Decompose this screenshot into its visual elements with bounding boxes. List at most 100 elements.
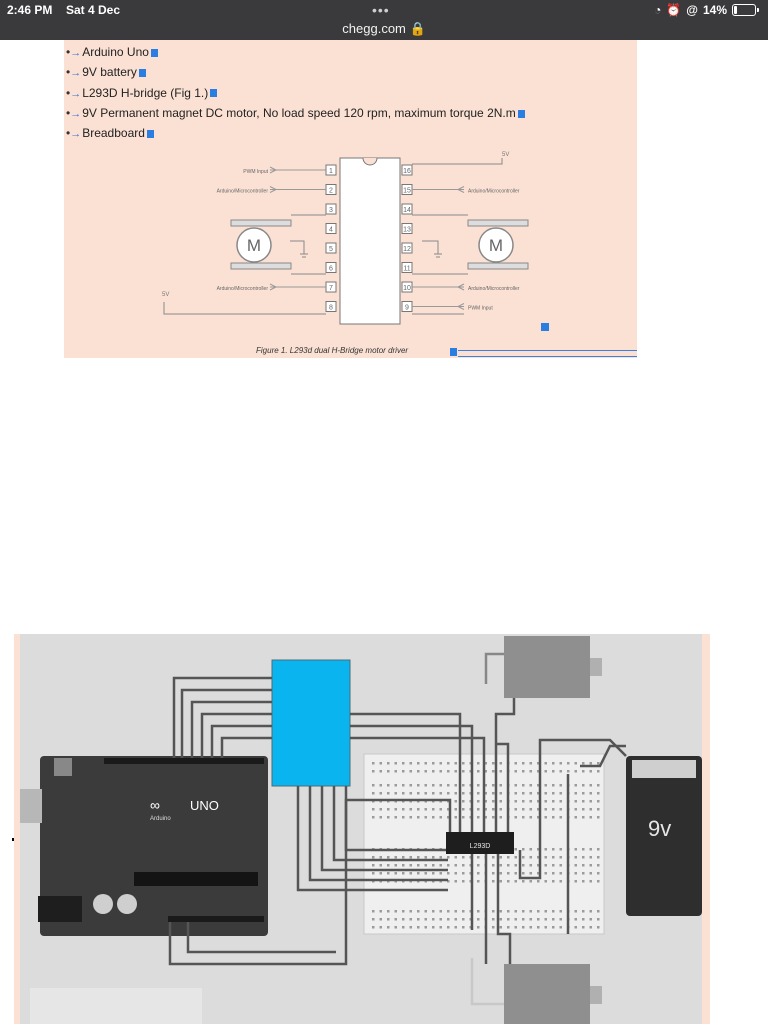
breadboard-hole	[514, 762, 517, 765]
breadboard-hole	[432, 816, 435, 819]
motor-label: M	[489, 236, 503, 255]
breadboard-hole	[537, 880, 540, 883]
breadboard-hole	[574, 880, 577, 883]
blue-module	[271, 659, 351, 787]
list-item: •→L293D H-bridge (Fig 1.)	[66, 83, 525, 103]
breadboard-hole	[432, 784, 435, 787]
address-bar[interactable]: chegg.com 🔒	[0, 21, 768, 37]
wires	[168, 652, 627, 1006]
breadboard-hole	[409, 926, 412, 929]
pin-number: 4	[329, 227, 333, 234]
pin-number: 1	[329, 168, 333, 175]
breadboard-hole	[597, 808, 600, 811]
breadboard-hole	[537, 872, 540, 875]
breadboard-hole	[387, 808, 390, 811]
breadboard-hole	[432, 856, 435, 859]
breadboard-hole	[552, 808, 555, 811]
breadboard-hole	[544, 910, 547, 913]
breadboard-hole	[439, 762, 442, 765]
paragraph-mark	[541, 323, 549, 331]
breadboard-hole	[574, 800, 577, 803]
breadboard-hole	[597, 816, 600, 819]
more-options-icon[interactable]: •••	[372, 2, 390, 18]
breadboard-hole	[394, 864, 397, 867]
breadboard-hole	[417, 910, 420, 913]
breadboard-hole	[582, 784, 585, 787]
breadboard-hole	[432, 864, 435, 867]
breadboard-hole	[447, 856, 450, 859]
breadboard-hole	[492, 872, 495, 875]
breadboard-hole	[394, 816, 397, 819]
breadboard-hole	[559, 816, 562, 819]
breadboard-hole	[372, 816, 375, 819]
breadboard-hole	[559, 880, 562, 883]
rotation-lock-icon: @	[686, 3, 698, 17]
breadboard-hole	[372, 784, 375, 787]
breadboard-hole	[522, 864, 525, 867]
breadboard-hole	[514, 848, 517, 851]
breadboard-hole	[522, 880, 525, 883]
breadboard-hole	[597, 872, 600, 875]
breadboard-hole	[387, 910, 390, 913]
breadboard-hole	[424, 784, 427, 787]
motor-right: M	[467, 219, 529, 270]
breadboard-hole	[559, 926, 562, 929]
breadboard-hole	[402, 762, 405, 765]
pin-number: 14	[403, 207, 411, 214]
breadboard-hole	[424, 762, 427, 765]
component-list: •→Arduino Uno •→9V battery •→L293D H-bri…	[66, 42, 525, 143]
breadboard-hole	[454, 918, 457, 921]
breadboard-hole	[559, 762, 562, 765]
breadboard-hole	[552, 816, 555, 819]
breadboard-hole	[499, 762, 502, 765]
breadboard-hole	[597, 770, 600, 773]
breadboard-hole	[432, 872, 435, 875]
breadboard-hole	[379, 856, 382, 859]
pin-box	[401, 262, 413, 273]
arrow-icon	[456, 186, 465, 193]
breadboard-hole	[529, 848, 532, 851]
breadboard-hole	[529, 792, 532, 795]
breadboard-hole	[567, 770, 570, 773]
breadboard-hole	[552, 918, 555, 921]
breadboard-hole	[544, 784, 547, 787]
pin-number: 9	[405, 305, 409, 312]
breadboard-hole	[379, 808, 382, 811]
breadboard-hole	[462, 808, 465, 811]
breadboard-hole	[439, 770, 442, 773]
breadboard-hole	[477, 872, 480, 875]
breadboard-hole	[522, 816, 525, 819]
breadboard-hole	[544, 856, 547, 859]
board-brand: Arduino	[150, 816, 171, 822]
breadboard-hole	[567, 762, 570, 765]
breadboard-hole	[537, 856, 540, 859]
pin-number: 8	[329, 305, 333, 312]
breadboard-hole	[552, 770, 555, 773]
breadboard-hole	[522, 910, 525, 913]
breadboard-hole	[462, 762, 465, 765]
breadboard-hole	[432, 762, 435, 765]
breadboard-hole	[597, 864, 600, 867]
breadboard-hole	[454, 784, 457, 787]
breadboard-hole	[537, 762, 540, 765]
caption-rule	[458, 350, 637, 357]
breadboard-hole	[552, 926, 555, 929]
breadboard-hole	[402, 816, 405, 819]
breadboard-hole	[402, 864, 405, 867]
breadboard-hole	[537, 784, 540, 787]
breadboard-hole	[589, 816, 592, 819]
breadboard-hole	[582, 872, 585, 875]
breadboard-hole	[582, 926, 585, 929]
breadboard-hole	[432, 926, 435, 929]
pin-box	[325, 301, 337, 312]
breadboard-hole	[529, 770, 532, 773]
breadboard-hole	[409, 872, 412, 875]
breadboard-hole	[544, 918, 547, 921]
paragraph-mark	[450, 348, 457, 356]
breadboard-hole	[499, 808, 502, 811]
breadboard-hole	[424, 808, 427, 811]
analog-header	[168, 916, 264, 922]
breadboard-hole	[559, 784, 562, 787]
breadboard-hole	[552, 856, 555, 859]
breadboard-hole	[597, 856, 600, 859]
